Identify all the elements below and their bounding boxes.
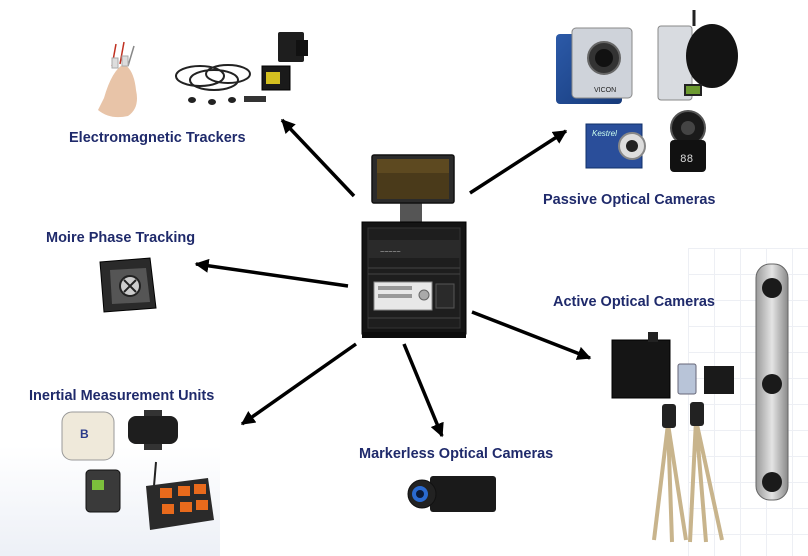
label-markerless-optical-cameras: Markerless Optical Cameras	[359, 446, 554, 462]
svg-text:B: B	[80, 427, 89, 441]
arrow-to-imu	[240, 342, 358, 426]
label-electromagnetic-trackers: Electromagnetic Trackers	[69, 130, 246, 146]
arrow-to-passive	[469, 129, 568, 195]
label-inertial-measurement-units: Inertial Measurement Units	[29, 388, 215, 404]
svg-text:88: 88	[680, 154, 693, 166]
moire-marker-image	[99, 257, 157, 313]
label-passive-optical-cameras: Passive Optical Cameras	[543, 192, 716, 208]
em-tracker-image	[98, 32, 308, 118]
svg-text:Kestrel: Kestrel	[592, 129, 617, 138]
arrow-to-active	[471, 310, 592, 360]
arrows	[194, 118, 592, 438]
label-moire-phase-tracking: Moire Phase Tracking	[46, 230, 196, 246]
arrow-to-em	[280, 118, 356, 198]
svg-text:VICON: VICON	[594, 87, 616, 94]
arrow-to-markerless	[402, 343, 444, 438]
arrow-to-moire	[194, 258, 349, 288]
svg-text:~~~~~: ~~~~~	[380, 249, 400, 256]
passive-camera-image: VICON Kestrel 88	[556, 10, 738, 172]
active-camera-image	[611, 263, 789, 543]
label-active-optical-cameras: Active Optical Cameras	[553, 294, 715, 310]
imu-image: B	[61, 410, 214, 530]
workstation: ~~~~~	[361, 154, 467, 338]
markerless-camera-image	[407, 476, 496, 512]
